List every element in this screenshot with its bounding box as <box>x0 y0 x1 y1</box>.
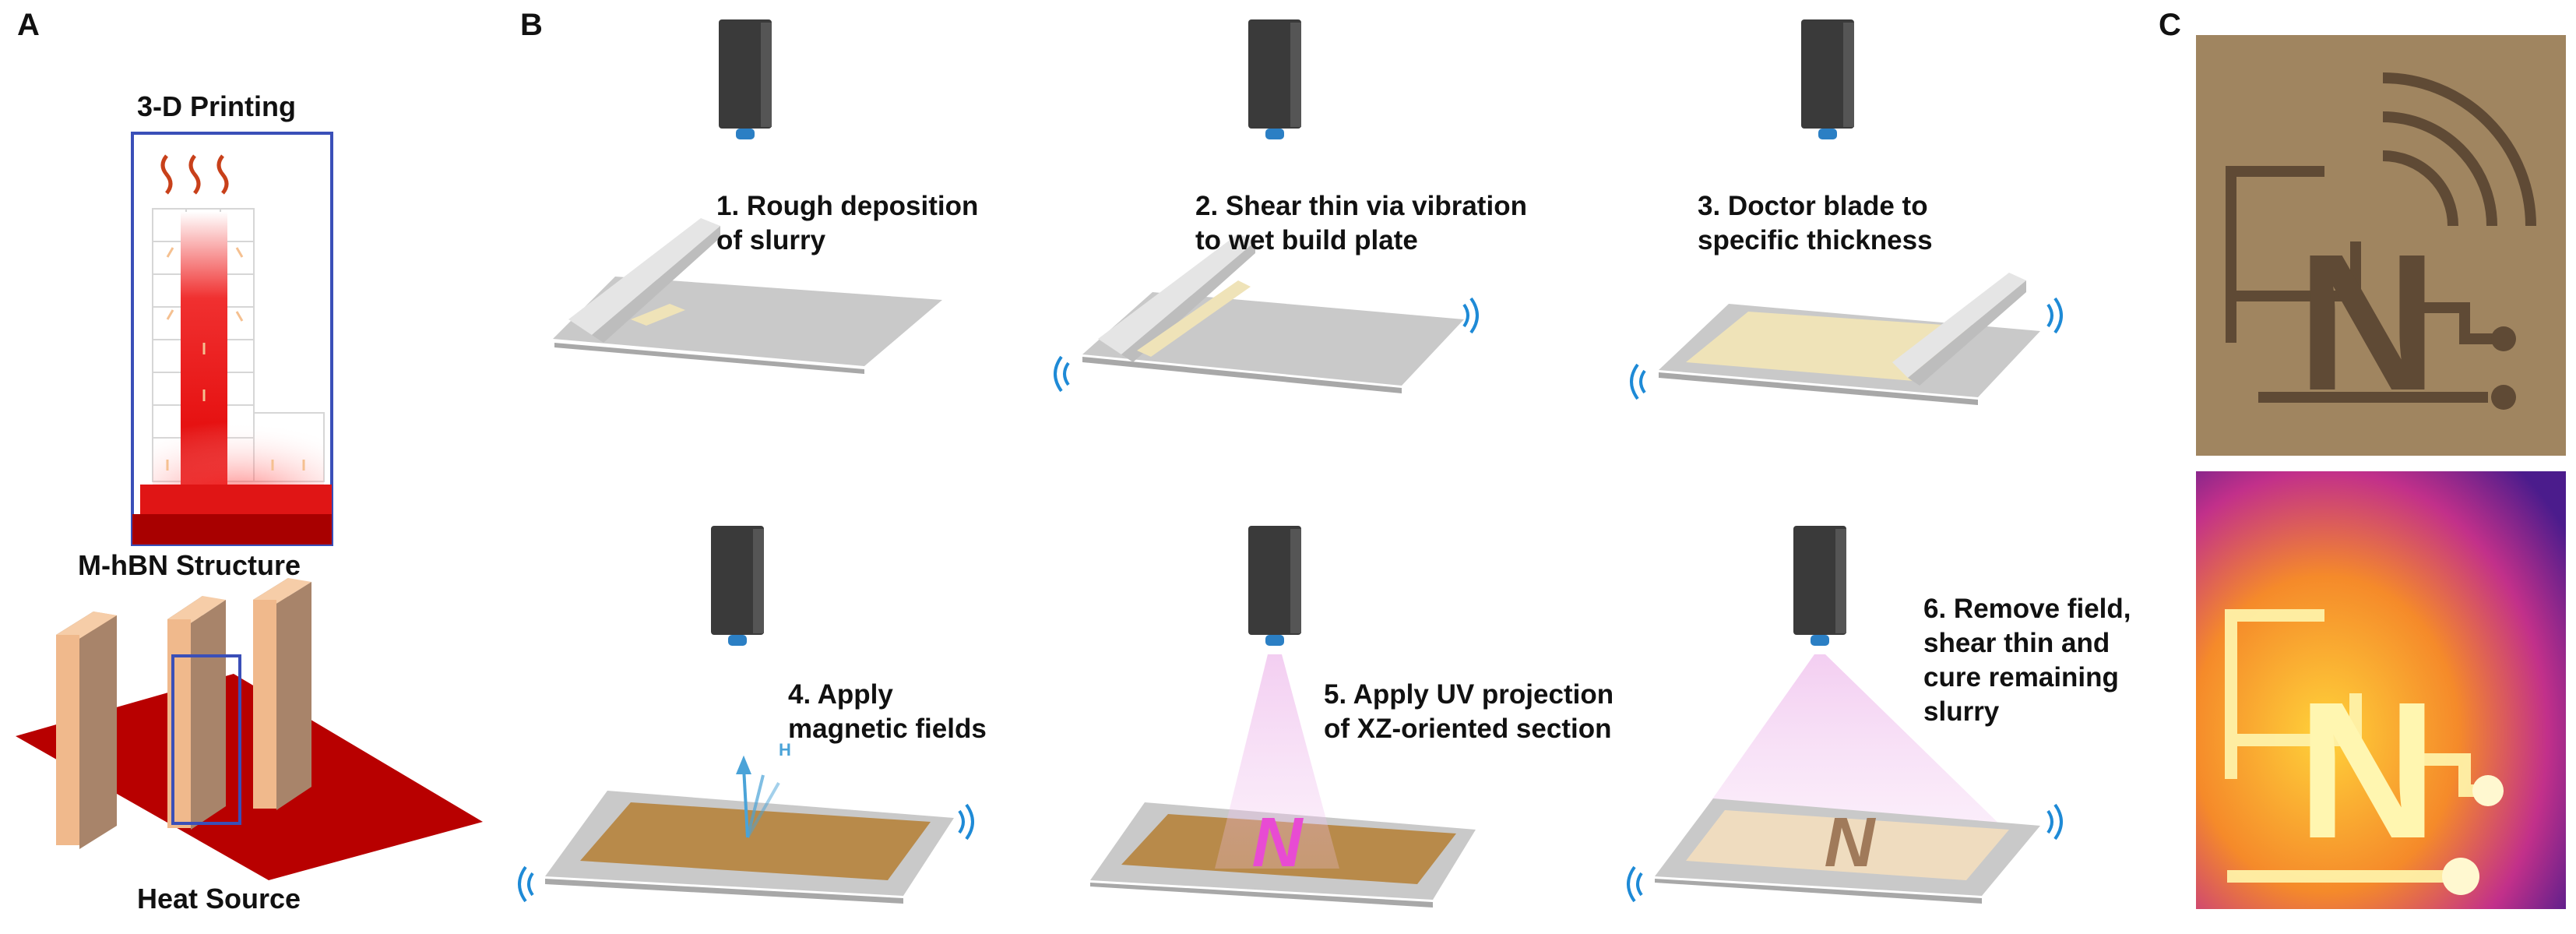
c-thermal-image <box>2196 471 2566 909</box>
a-title-heat-source: Heat Source <box>137 883 301 915</box>
b5-cured-letter: N <box>1252 804 1304 882</box>
b-step2-scene <box>1054 19 1479 393</box>
panel-label-c: C <box>2159 8 2181 42</box>
b-step1-label: 1. Rough deposition of slurry <box>716 191 979 256</box>
b-step3-scene <box>1630 19 2063 405</box>
c-photo-letter: N <box>2297 213 2438 431</box>
b1-slurry <box>631 304 685 326</box>
b1-blade <box>568 218 720 335</box>
c-thermal-circuit <box>2225 609 2496 883</box>
b-step1-scene <box>553 19 942 374</box>
b2-slurry <box>1137 280 1251 357</box>
a-heat-plate <box>132 514 332 545</box>
b-step3-label: 3. Doctor blade to specific thickness <box>1698 191 1933 256</box>
panel-label-a: A <box>17 8 40 42</box>
b-field-symbol: H <box>779 740 791 760</box>
b5-uv-beam <box>1215 654 1339 869</box>
heat-wave-icon <box>160 154 229 195</box>
a-heat-source-plate <box>16 674 483 880</box>
a-base-layer <box>140 485 332 516</box>
a-title-3d-printing: 3-D Printing <box>137 90 296 122</box>
b-step2-label: 2. Shear thin via vibration to wet build… <box>1195 191 1527 256</box>
b2-blade <box>1098 234 1255 354</box>
b3-blade <box>1892 273 2026 378</box>
panel-label-b: B <box>520 8 543 42</box>
b-step5-scene: N <box>1090 526 1476 908</box>
b-step6-scene: N <box>1627 526 2063 904</box>
c-thermal-letter: N <box>2297 661 2438 879</box>
b6-cured-letter: N <box>1825 804 1877 882</box>
b-step4-scene <box>518 526 974 904</box>
b-step6-label: 6. Remove field, shear thin and cure rem… <box>1923 594 2131 727</box>
panel-a-illustration <box>16 132 483 880</box>
b4-magnetic-layer <box>580 802 931 880</box>
c-photo-circuit <box>2226 72 2536 403</box>
a-title-mhbn-structure: M-hBN Structure <box>78 549 301 581</box>
magnetic-field-icon <box>736 755 780 838</box>
b-step4-label: 4. Apply magnetic fields <box>788 679 987 744</box>
a-selection-frame <box>171 654 241 825</box>
b6-cured-layer <box>1686 810 2009 880</box>
b-step5-label: 5. Apply UV projection of XZ-oriented se… <box>1324 679 1614 744</box>
